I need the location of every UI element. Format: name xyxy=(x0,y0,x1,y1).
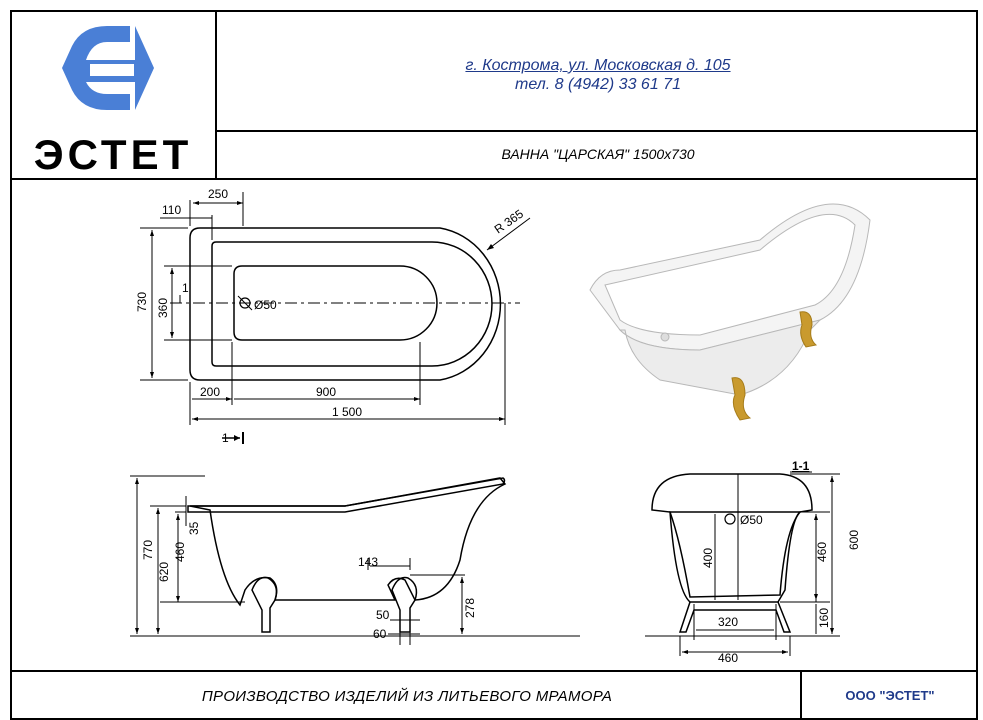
footer-divider xyxy=(10,670,978,672)
gold-leg-back xyxy=(799,311,818,348)
header-divider-1 xyxy=(215,130,978,132)
side-bath-body xyxy=(189,477,507,607)
top-outer-contour xyxy=(189,227,502,381)
dim-730: 730 xyxy=(135,292,149,312)
footer-vertical-divider xyxy=(800,670,802,720)
top-rim-contour xyxy=(211,241,493,367)
top-view xyxy=(140,192,531,444)
side-leg-left xyxy=(251,576,278,633)
company-name: ООО "ЭСТЕТ" xyxy=(845,688,935,703)
company-logo: ЭСТЕТ xyxy=(34,26,193,178)
section-inner xyxy=(668,511,802,598)
dim-600: 600 xyxy=(847,530,861,550)
dim-900: 900 xyxy=(316,385,336,399)
dim-278: 278 xyxy=(463,598,477,618)
dim-drain-section: Ø50 xyxy=(740,513,763,527)
dim-60: 60 xyxy=(373,627,387,641)
section-drain-icon xyxy=(724,513,736,525)
dim-620: 620 xyxy=(157,562,171,582)
address-phone: тел. 8 (4942) 33 61 71 xyxy=(515,76,681,93)
section-marker: 1 xyxy=(222,431,229,445)
dim-35: 35 xyxy=(187,521,201,535)
dim-drain-top: Ø50 xyxy=(254,298,277,312)
dim-160: 160 xyxy=(817,608,831,628)
dim-250: 250 xyxy=(208,187,228,201)
dim-400: 400 xyxy=(701,548,715,568)
product-title: ВАННА "ЦАРСКАЯ" 1500х730 xyxy=(501,146,695,162)
logo-text: ЭСТЕТ xyxy=(34,131,193,178)
dim-143: 143 xyxy=(358,555,378,569)
logo-divider xyxy=(215,10,217,178)
dim-360: 360 xyxy=(156,298,170,318)
side-rim xyxy=(187,477,506,513)
production-note: ПРОИЗВОДСТВО ИЗДЕЛИЙ ИЗ ЛИТЬЕВОГО МРАМОР… xyxy=(201,688,613,705)
logo-emblem-icon xyxy=(62,26,154,110)
header-divider-2 xyxy=(10,178,978,180)
dim-460-section-h: 460 xyxy=(718,651,738,665)
gold-leg-front xyxy=(731,377,752,421)
address-street[interactable]: г. Кострома, ул. Московская д. 105 xyxy=(465,57,731,74)
bathtub-illustration xyxy=(589,203,871,421)
dim-1500: 1 500 xyxy=(332,405,362,419)
dim-460-side: 460 xyxy=(173,542,187,562)
top-drain-icon xyxy=(239,297,251,309)
dim-1: 1 xyxy=(182,281,189,295)
section-view xyxy=(645,471,840,656)
section-label: 1-1 xyxy=(792,459,810,473)
dim-460-section-v: 460 xyxy=(815,542,829,562)
drawing-frame xyxy=(10,10,978,720)
side-view xyxy=(130,475,580,645)
dim-320: 320 xyxy=(718,615,738,629)
section-legs xyxy=(678,601,792,633)
side-leg-right xyxy=(391,576,418,633)
company-address: г. Кострома, ул. Московская д. 105 тел. … xyxy=(218,56,978,94)
dim-50-side: 50 xyxy=(376,608,390,622)
dim-770: 770 xyxy=(141,540,155,560)
dim-200: 200 xyxy=(200,385,220,399)
dim-110: 110 xyxy=(162,203,181,217)
top-inner-contour xyxy=(233,265,438,341)
dim-r365: R 365 xyxy=(492,206,527,236)
